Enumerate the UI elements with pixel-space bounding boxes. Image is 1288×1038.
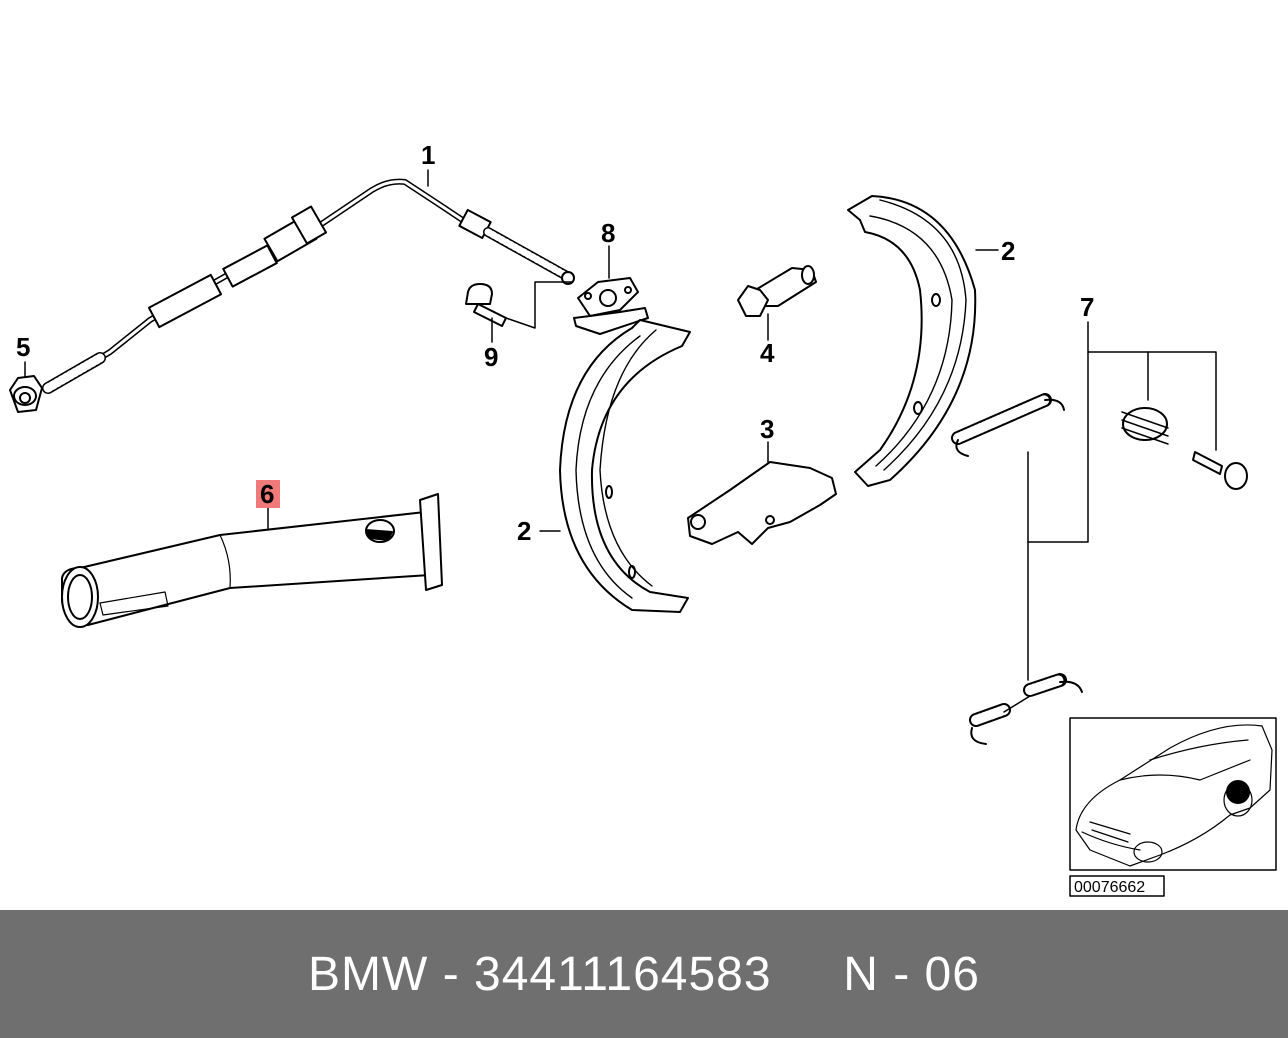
- footer-caption: BMW - 34411164583 N - 06: [308, 947, 980, 1002]
- label-part-2-lower: 2: [517, 516, 531, 546]
- label-part-9: 9: [484, 342, 498, 372]
- lever-plate-part[interactable]: [687, 441, 837, 545]
- label-part-1: 1: [421, 140, 435, 170]
- vehicle-locator-inset: [1069, 717, 1277, 897]
- label-part-2-upper: 2: [1001, 236, 1015, 266]
- label-part-3: 3: [760, 414, 774, 444]
- position-code: N - 06: [843, 947, 980, 1001]
- label-part-6: 6: [260, 479, 274, 509]
- brake-cable-part[interactable]: [42, 169, 575, 394]
- wheel-location-marker-icon: [1226, 780, 1250, 804]
- bolt-part[interactable]: [465, 281, 573, 343]
- label-part-7: 7: [1080, 292, 1094, 322]
- brake-shoe-upper-part[interactable]: [847, 195, 999, 487]
- car-icon: [1075, 724, 1273, 867]
- parts-diagram: 1 2 2 3 4 5 6 7 8 9 00076662: [9, 140, 1277, 897]
- brand-name: BMW: [308, 947, 429, 1001]
- adjuster-part[interactable]: [737, 265, 817, 341]
- label-part-4: 4: [760, 338, 775, 368]
- label-part-8: 8: [601, 218, 615, 248]
- footer-bar: BMW - 34411164583 N - 06: [0, 910, 1288, 1038]
- highlight-box: [256, 480, 280, 508]
- guide-tube-part[interactable]: [61, 493, 443, 628]
- reference-number: 00076662: [1074, 879, 1145, 896]
- bracket-part[interactable]: [573, 245, 649, 335]
- spring-kit-part[interactable]: [951, 321, 1248, 745]
- part-number: 34411164583: [474, 947, 772, 1001]
- brake-shoe-lower-part[interactable]: [539, 319, 691, 613]
- separator: -: [442, 947, 460, 1001]
- label-part-5: 5: [16, 332, 30, 362]
- nut-part[interactable]: [9, 361, 43, 413]
